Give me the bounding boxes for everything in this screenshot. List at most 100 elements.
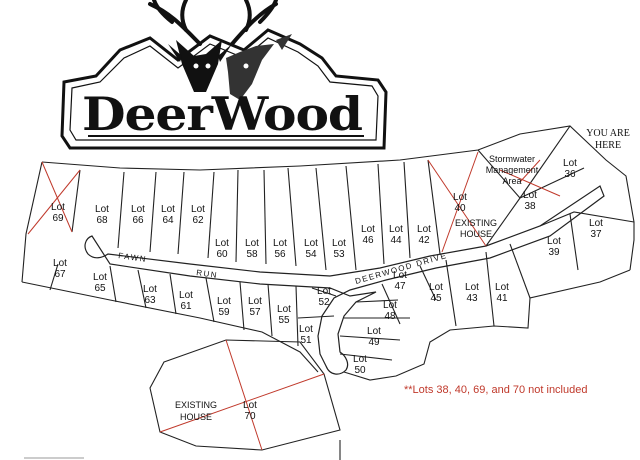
lot-word: Lot — [217, 296, 231, 307]
existing-house-a-line2: HOUSE — [460, 229, 492, 239]
lot-word: Lot — [161, 204, 175, 215]
lot-number: 58 — [246, 249, 258, 260]
lot-number: 60 — [216, 249, 228, 260]
lot-number: 65 — [94, 283, 106, 294]
lot-number: 36 — [564, 169, 576, 180]
lot-number: 70 — [244, 411, 256, 422]
lot-word: Lot — [495, 282, 509, 293]
lot-word: Lot — [93, 272, 107, 283]
cropped-footer — [24, 452, 88, 460]
lot-word: Lot — [143, 284, 157, 295]
stormwater-label-line2: Management — [486, 165, 539, 175]
street-label-run: RUN — [196, 268, 219, 280]
lot-number: 42 — [418, 235, 430, 246]
lot-word: Lot — [248, 296, 262, 307]
lot-word: Lot — [389, 224, 403, 235]
lot-word: Lot — [277, 304, 291, 315]
lot-number: 37 — [590, 229, 602, 240]
lot-word: Lot — [95, 204, 109, 215]
lot-number: 51 — [300, 335, 312, 346]
lot-word: Lot — [429, 282, 443, 293]
street-label-fawn: FAWN — [118, 251, 148, 264]
lot-word: Lot — [523, 190, 537, 201]
lot-number: 69 — [52, 213, 64, 224]
lot-word: Lot — [589, 218, 603, 229]
lot-number: 48 — [384, 311, 396, 322]
lot-number: 38 — [524, 201, 536, 212]
lot-word: Lot — [383, 300, 397, 311]
lot-word: Lot — [304, 238, 318, 249]
stormwater-label-line3: Area — [502, 176, 521, 186]
lot-word: Lot — [299, 324, 313, 335]
you-are-here-line1: YOU ARE — [586, 128, 630, 139]
lot-word: Lot — [179, 290, 193, 301]
lot-word: Lot — [245, 238, 259, 249]
existing-house-b-line2: HOUSE — [180, 412, 212, 422]
lot-word: Lot — [417, 224, 431, 235]
lot-number: 39 — [548, 247, 560, 258]
lot-word: Lot — [131, 204, 145, 215]
lot-word: Lot — [465, 282, 479, 293]
lot-number: 49 — [368, 337, 380, 348]
lot-word: Lot — [215, 238, 229, 249]
lot-word: Lot — [243, 400, 257, 411]
lot-word: Lot — [273, 238, 287, 249]
antlers-icon — [148, 0, 278, 46]
lot-number: 61 — [180, 301, 192, 312]
lot-word: Lot — [393, 270, 407, 281]
stormwater-label-line1: Stormwater — [489, 154, 535, 164]
lot-word: Lot — [53, 258, 67, 269]
lot-number: 59 — [218, 307, 230, 318]
lot-word: Lot — [547, 236, 561, 247]
lot-number: 45 — [430, 293, 442, 304]
lot-number: 64 — [162, 215, 174, 226]
you-are-here-line2: HERE — [595, 140, 621, 151]
lot-number: 52 — [318, 297, 330, 308]
lot-word: Lot — [453, 192, 467, 203]
lot-number: 68 — [96, 215, 108, 226]
lot-word: Lot — [367, 326, 381, 337]
lot-labels: Lot69Lot68Lot66Lot64Lot62Lot60Lot58Lot56… — [51, 158, 603, 422]
road-fawn-run-deerwood-drive — [84, 185, 605, 375]
excluded-marks — [27, 151, 561, 253]
deerwood-logo: DeerWood — [60, 0, 388, 150]
lot-word: Lot — [51, 202, 65, 213]
roads — [84, 185, 605, 375]
lot-number: 46 — [362, 235, 374, 246]
logo-wordmark: DeerWood — [82, 87, 363, 141]
existing-house-a-line1: EXISTING — [455, 218, 497, 228]
lot-number: 55 — [278, 315, 290, 326]
lot-number: 44 — [390, 235, 402, 246]
lot-number: 53 — [333, 249, 345, 260]
lot-word: Lot — [361, 224, 375, 235]
lot-number: 50 — [354, 365, 366, 376]
lot-number: 66 — [132, 215, 144, 226]
lot-number: 56 — [274, 249, 286, 260]
lot-number: 57 — [249, 307, 261, 318]
lot-word: Lot — [317, 286, 331, 297]
lot-word: Lot — [353, 354, 367, 365]
